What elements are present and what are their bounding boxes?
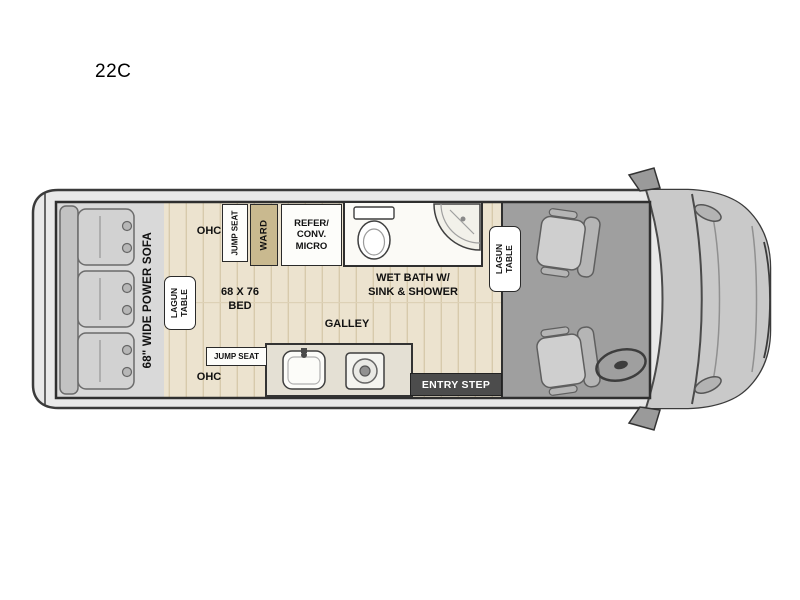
refer-line1: REFER/ xyxy=(294,217,329,229)
galley-counter xyxy=(265,343,413,397)
wet-bath-line1: WET BATH W/ xyxy=(376,272,450,284)
jump-seat-top-label: JUMP SEAT xyxy=(230,210,240,256)
lagun-table-rear-label: LAGUN TABLE xyxy=(169,273,190,333)
bed-line2: BED xyxy=(228,299,252,312)
lagun-table-front-label: LAGUN TABLE xyxy=(494,229,515,289)
corner-shower xyxy=(433,203,481,251)
toilet-tank xyxy=(353,206,395,220)
hood-region xyxy=(646,190,770,408)
ohc-bottom-label: OHC xyxy=(196,371,222,383)
lagun-rear-line2: TABLE xyxy=(179,289,189,317)
lagun-table-rear: LAGUN TABLE xyxy=(164,276,196,330)
entry-step: ENTRY STEP xyxy=(410,373,502,396)
power-sofa xyxy=(59,205,135,395)
cab-seat-passenger xyxy=(536,208,601,278)
front-bumper-line xyxy=(763,241,771,359)
shower-drain xyxy=(460,216,466,222)
refrigerator-micro-label: REFER/ CONV. MICRO xyxy=(294,218,329,252)
wardrobe-label: WARD xyxy=(258,219,270,251)
wet-bath xyxy=(343,201,483,267)
wet-bath-label: WET BATH W/ SINK & SHOWER xyxy=(338,272,488,300)
lagun-table-front: LAGUN TABLE xyxy=(489,226,521,292)
sofa-label: 68" WIDE POWER SOFA xyxy=(141,231,154,369)
refrigerator-micro: REFER/ CONV. MICRO xyxy=(281,204,342,266)
side-mirror-bottom xyxy=(627,406,661,431)
windshield-inner-line xyxy=(645,189,664,409)
headlight-top xyxy=(694,204,722,222)
toilet-bowl xyxy=(357,220,391,260)
ohc-top-label: OHC xyxy=(196,225,222,237)
jump-seat-bottom: JUMP SEAT xyxy=(206,347,267,366)
jump-seat-top: JUMP SEAT xyxy=(222,204,248,262)
side-mirror-top xyxy=(627,167,661,192)
lagun-front-line2: TABLE xyxy=(504,245,514,273)
windshield-outer-line xyxy=(691,193,703,405)
cab-seat-driver xyxy=(536,326,601,396)
wet-bath-line2: SINK & SHOWER xyxy=(368,285,458,298)
refer-line3: MICRO xyxy=(295,240,328,252)
bed-line1: 68 X 76 xyxy=(221,286,259,298)
hood-contour xyxy=(711,211,721,387)
refer-line2: CONV. xyxy=(296,229,327,241)
steering-wheel xyxy=(595,347,647,383)
grille-contour xyxy=(751,225,758,373)
galley-label: GALLEY xyxy=(324,318,370,330)
model-label: 22C xyxy=(95,61,132,82)
wardrobe: WARD xyxy=(250,204,278,266)
bed-label: 68 X 76 BED xyxy=(198,286,282,314)
headlight-bottom xyxy=(694,376,722,394)
